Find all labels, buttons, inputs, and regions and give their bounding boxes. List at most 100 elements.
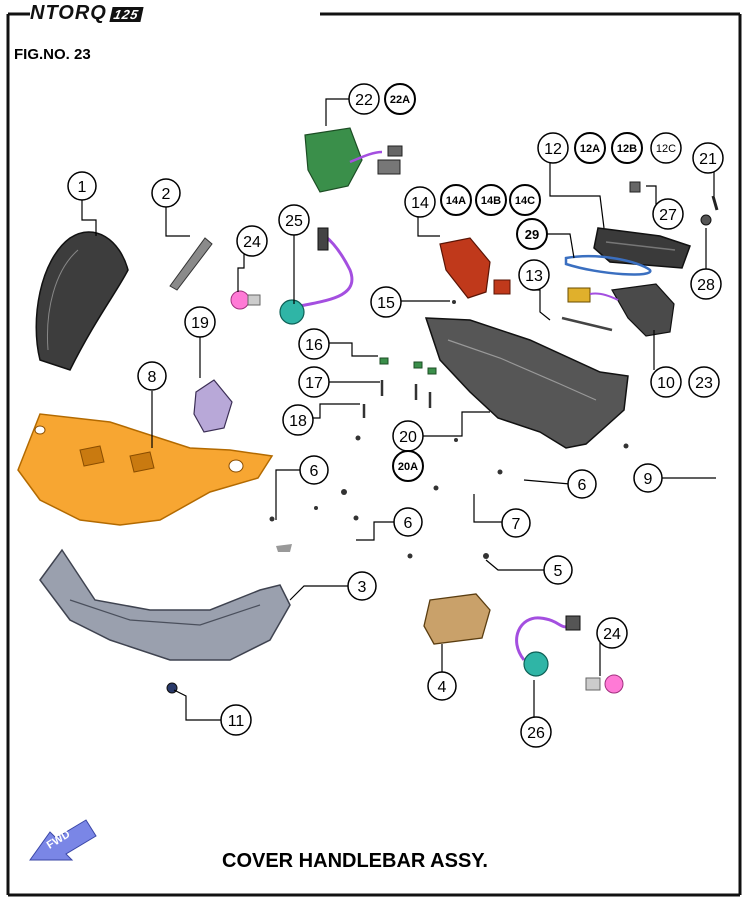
callout-label: 23: [695, 375, 713, 392]
callout-label: 3: [358, 579, 367, 596]
callout-13: 13: [518, 259, 550, 291]
callout-label: 14: [411, 195, 429, 212]
callout-label: 22: [355, 92, 373, 109]
callout-label: 24: [603, 626, 621, 643]
callout-22a: 22A: [384, 83, 416, 115]
callout-15: 15: [370, 286, 402, 318]
callout-6-right: 6: [567, 469, 597, 499]
callout-12c: 12C: [650, 132, 682, 164]
callout-label: 7: [512, 516, 521, 533]
callout-label: 14C: [515, 195, 535, 207]
callout-label: 28: [697, 277, 715, 294]
callout-8: 8: [137, 361, 167, 391]
callout-label: 10: [657, 375, 675, 392]
callout-29: 29: [516, 218, 548, 250]
callout-label: 19: [191, 315, 209, 332]
callout-label: 8: [148, 369, 157, 386]
fastener: [407, 553, 413, 559]
part-3-rear-cover: [39, 548, 291, 661]
callout-label: 6: [404, 515, 413, 532]
fastener: [497, 469, 503, 475]
part-29-seal-ring: [564, 254, 652, 276]
callout-14b: 14B: [475, 184, 507, 216]
callout-1: 1: [67, 171, 97, 201]
part-23-connector: [567, 287, 591, 303]
callout-24-top: 24: [236, 225, 268, 257]
callout-21: 21: [692, 142, 724, 174]
part-25-socket: [279, 299, 305, 325]
callout-2: 2: [151, 178, 181, 208]
part-26-connector: [565, 615, 581, 631]
callout-11: 11: [220, 704, 252, 736]
part-1-highlight: [47, 249, 79, 351]
part-8-vent-1: [79, 445, 105, 467]
callout-14: 14: [404, 186, 436, 218]
callout-19: 19: [184, 306, 216, 338]
callout-20a: 20A: [392, 450, 424, 482]
fwd-arrow-icon: [29, 819, 97, 861]
part-12-meter-cluster: [593, 227, 691, 269]
callout-label: 21: [699, 151, 717, 168]
callout-6-top: 6: [299, 455, 329, 485]
callout-label: 13: [525, 268, 543, 285]
callout-label: 12B: [617, 143, 637, 155]
callout-label: 12: [544, 141, 562, 158]
callout-27: 27: [652, 198, 684, 230]
callout-12b: 12B: [611, 132, 643, 164]
callout-6-mid: 6: [393, 507, 423, 537]
fastener: [623, 443, 629, 449]
callout-label: 18: [289, 413, 307, 430]
callout-12: 12: [537, 132, 569, 164]
callout-label: 22A: [390, 94, 410, 106]
callout-label: 1: [78, 179, 87, 196]
page-frame: [6, 12, 742, 897]
part-27-clip: [629, 181, 641, 193]
callout-23: 23: [688, 366, 720, 398]
part-3-ridge: [69, 599, 261, 626]
part-13-rod: [561, 316, 613, 332]
part-25-wire: [299, 234, 354, 308]
callout-28: 28: [690, 268, 722, 300]
part-20-inner: [447, 339, 597, 401]
part-1-inner-cover: [35, 231, 129, 371]
fastener: [355, 435, 361, 441]
part-19-switch: [193, 379, 233, 433]
part-16-clip-2: [413, 361, 423, 369]
fastener: [353, 515, 359, 521]
fastener: [341, 489, 347, 495]
callout-label: 15: [377, 295, 395, 312]
part-22-plug: [377, 159, 401, 175]
part-24-bulb-2: [604, 674, 624, 694]
part-8-hole: [228, 459, 244, 473]
part-8-vent-2: [129, 451, 155, 473]
callout-3: 3: [347, 571, 377, 601]
callout-label: 25: [285, 213, 303, 230]
callout-label: 5: [554, 563, 563, 580]
part-26-socket: [523, 651, 549, 677]
callout-14a: 14A: [440, 184, 472, 216]
callout-10: 10: [650, 366, 682, 398]
part-10-bracket: [611, 283, 675, 337]
fastener: [452, 300, 456, 304]
fastener: [276, 544, 292, 552]
callout-label: 20A: [398, 461, 418, 473]
part-26-wire: [515, 616, 571, 661]
part-12-display: [605, 241, 676, 251]
fastener: [314, 506, 318, 510]
callout-20: 20: [392, 420, 424, 452]
callout-12a: 12A: [574, 132, 606, 164]
fastener: [269, 516, 275, 522]
callout-label: 24: [243, 234, 261, 251]
part-21-screw: [711, 195, 719, 211]
callout-label: 12A: [580, 143, 600, 155]
callout-label: 29: [525, 227, 539, 242]
callout-label: 4: [438, 679, 447, 696]
callout-24-bottom: 24: [596, 617, 628, 649]
callout-14c: 14C: [509, 184, 541, 216]
callout-16: 16: [298, 328, 330, 360]
callout-label: 2: [162, 186, 171, 203]
part-28-grommet: [700, 214, 712, 226]
